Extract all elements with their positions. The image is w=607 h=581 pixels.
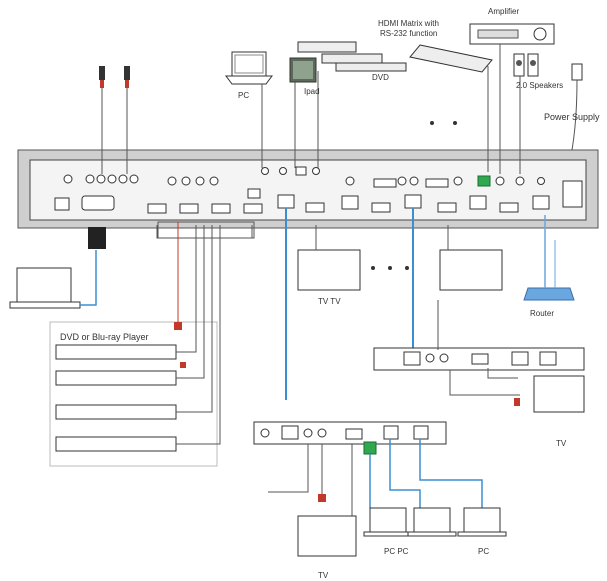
receiver-bottom bbox=[253, 421, 483, 516]
speakers bbox=[513, 53, 539, 174]
lan-port-3 bbox=[532, 195, 550, 210]
hdbaset-port-1 bbox=[277, 194, 295, 209]
hdbaset-port-2 bbox=[404, 194, 422, 209]
label-hdmi-matrix: HDMI Matrix with bbox=[378, 19, 439, 28]
dip-switch bbox=[247, 188, 261, 199]
power-plug bbox=[571, 63, 583, 151]
main-matrix-chassis bbox=[17, 149, 599, 229]
green-connector bbox=[477, 175, 491, 187]
label-speakers: 2.0 Speakers bbox=[516, 81, 564, 90]
amplifier-device bbox=[469, 23, 555, 174]
label-pc-pc: PC PC bbox=[384, 547, 409, 556]
audio-jack-cluster-left bbox=[63, 174, 139, 184]
label-pc-bottom: PC bbox=[478, 547, 490, 556]
label-tv-tv: TV TV bbox=[318, 297, 341, 306]
tv-pair bbox=[297, 225, 503, 291]
lan-port-2 bbox=[341, 195, 359, 210]
label-power-supply: Power Supply bbox=[544, 112, 600, 122]
hdmi-input-ports bbox=[147, 203, 263, 214]
lan-port bbox=[54, 197, 70, 211]
power-socket bbox=[562, 180, 583, 208]
laptop-left bbox=[9, 227, 106, 309]
label-dvd-top: DVD bbox=[372, 73, 389, 82]
audio-jack-cluster-mid bbox=[167, 176, 219, 186]
label-dvd-bluray: DVD or Blu-ray Player bbox=[60, 332, 149, 342]
ir-sensor-right bbox=[124, 66, 130, 174]
label-pc-top: PC bbox=[238, 91, 250, 100]
dvd-bluray-group bbox=[49, 221, 255, 467]
laptop-top bbox=[225, 51, 273, 168]
hdmi-matrix-device bbox=[409, 44, 493, 172]
label-router: Router bbox=[530, 309, 555, 318]
vga-port bbox=[81, 195, 115, 211]
audio-jack-cluster-right bbox=[345, 176, 525, 186]
label-tv-right: TV bbox=[556, 439, 567, 448]
router-device bbox=[523, 215, 575, 301]
dvd-player-top bbox=[297, 41, 407, 168]
label-tv-bottom: TV bbox=[318, 571, 329, 580]
receiver-right bbox=[373, 300, 585, 413]
label-rs232: RS-232 function bbox=[380, 29, 438, 38]
ir-sensor-left bbox=[99, 66, 105, 174]
label-ipad: Ipad bbox=[304, 87, 320, 96]
label-amplifier: Amplifier bbox=[488, 7, 520, 16]
laptops-bottom bbox=[363, 507, 507, 537]
ipad-device bbox=[289, 57, 317, 168]
tv-bottom bbox=[297, 515, 357, 557]
